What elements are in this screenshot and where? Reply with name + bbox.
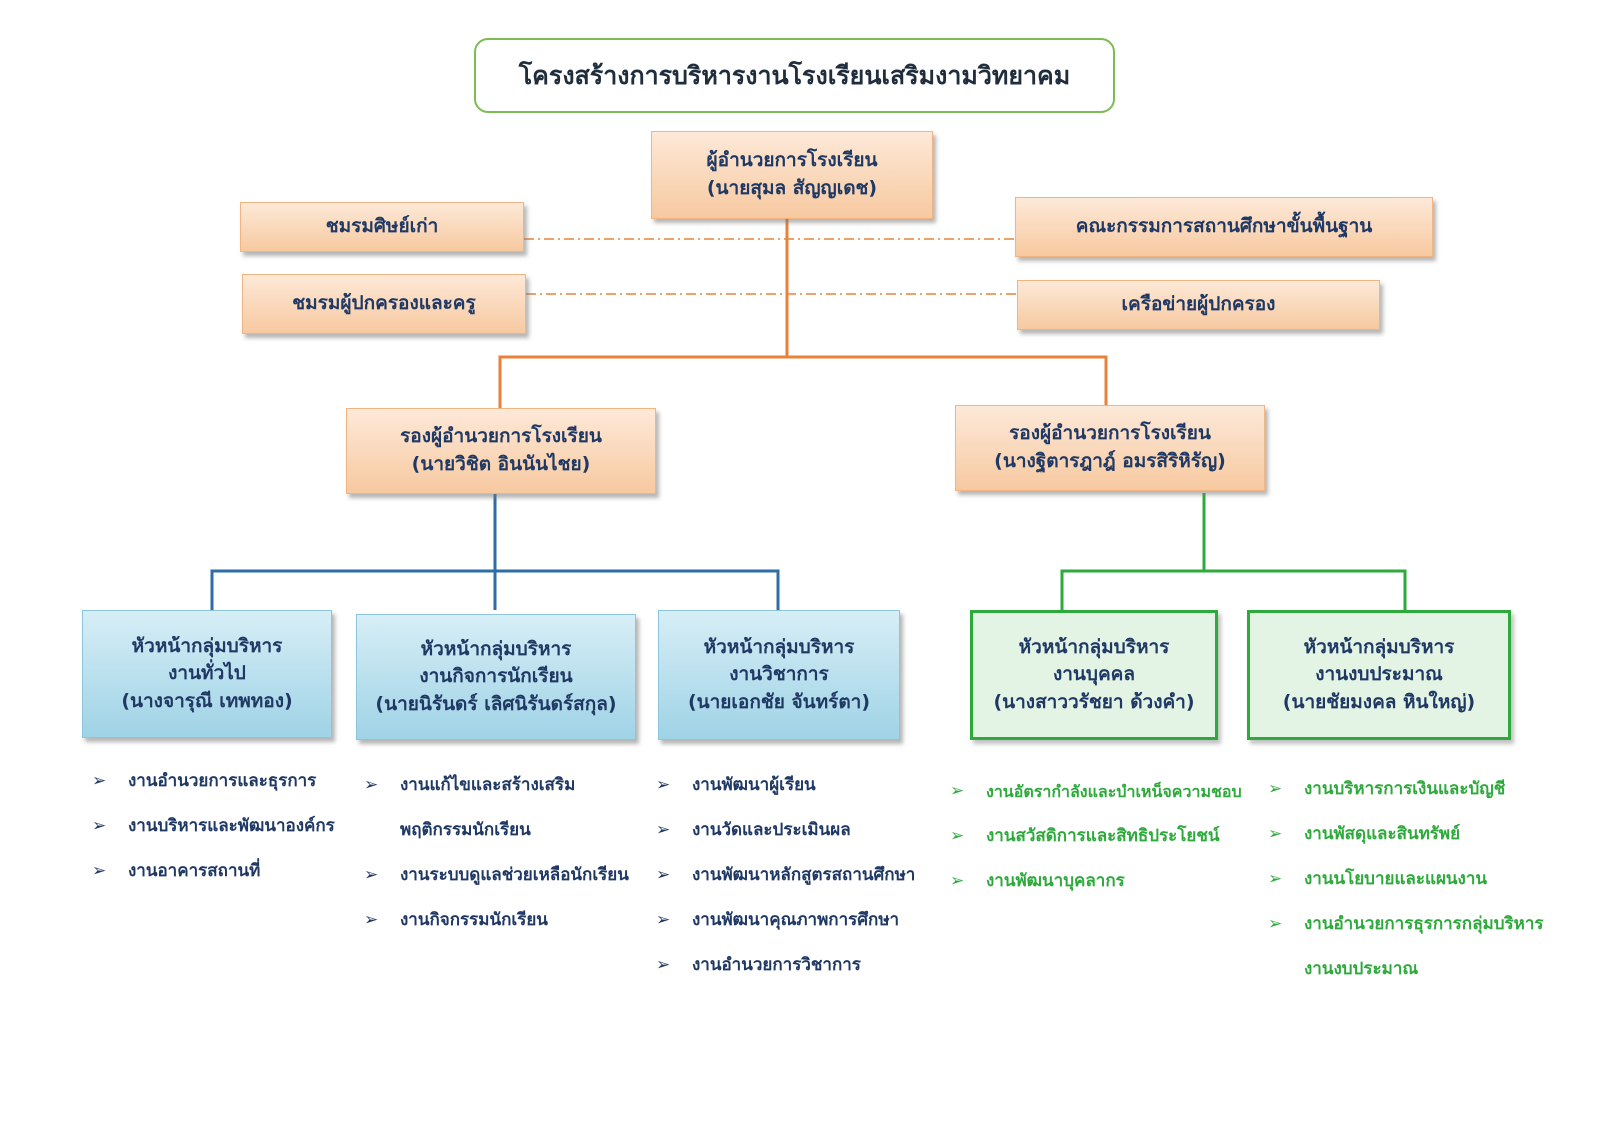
arrow-bullet-icon: ➢: [950, 781, 965, 801]
arrow-bullet-icon: ➢: [92, 816, 107, 836]
group-student-line1: หัวหน้ากลุ่มบริหาร: [420, 637, 572, 660]
arrow-bullet-icon: ➢: [364, 775, 379, 795]
arrow-bullet-icon: ➢: [950, 826, 965, 846]
alumni-club-box: ชมรมศิษย์เก่า: [240, 202, 524, 252]
group-personnel-line2: งานบุคคล: [1052, 663, 1136, 686]
parent-network-box: เครือข่ายผู้ปกครอง: [1017, 280, 1380, 330]
director-box: ผู้อำนวยการโรงเรียน (นายสุมล สัญญเดช): [651, 131, 933, 219]
list-item: ➢งานอัตรากำลังและบำเหน็จความชอบ: [950, 769, 1242, 814]
group-general-line1: หัวหน้ากลุ่มบริหาร: [131, 634, 283, 657]
arrow-bullet-icon: ➢: [1268, 914, 1283, 934]
list-item: ➢งานพัฒนาคุณภาพการศึกษา: [656, 898, 915, 943]
group-box-budget: หัวหน้ากลุ่มบริหาร งานงบประมาณ (นายชัยมง…: [1247, 610, 1511, 740]
arrow-bullet-icon: ➢: [656, 955, 671, 975]
deputy-right-name: (นางฐิตารฎาฎ์ อมรสิริหิรัญ): [994, 450, 1226, 472]
arrow-bullet-icon: ➢: [364, 910, 379, 930]
deputy-right-title: รองผู้อำนวยการโรงเรียน: [1009, 422, 1211, 445]
list-item: ➢งานอาคารสถานที่: [92, 849, 335, 894]
deputy-box-left: รองผู้อำนวยการโรงเรียน (นายวิชิต อินนันไ…: [346, 408, 656, 494]
deputy-left-name: (นายวิชิต อินนันไชย): [411, 453, 591, 475]
arrow-bullet-icon: ➢: [656, 820, 671, 840]
group-box-general: หัวหน้ากลุ่มบริหาร งานทั่วไป (นางจารุณี …: [82, 610, 332, 738]
list-item-continuation: งานงบประมาณ: [1304, 959, 1419, 979]
arrow-bullet-icon: ➢: [656, 775, 671, 795]
list-item: ➢งานพัฒนาบุคลากร: [950, 859, 1242, 904]
arrow-bullet-icon: ➢: [656, 865, 671, 885]
group-student-name: (นายนิรันดร์ เลิศนิรันดร์สกุล): [375, 692, 617, 715]
group-budget-line2: งานงบประมาณ: [1315, 663, 1443, 686]
group-general-line2: งานทั่วไป: [168, 662, 246, 685]
arrow-bullet-icon: ➢: [1268, 779, 1283, 799]
school-board-box: คณะกรรมการสถานศึกษาขั้นพื้นฐาน: [1015, 197, 1433, 257]
director-name: (นายสุมล สัญญเดช): [706, 177, 878, 199]
parent-teacher-club-label: ชมรมผู้ปกครองและครู: [292, 292, 476, 315]
list-item: ➢งานอำนวยการวิชาการ: [656, 943, 915, 988]
task-list-general: ➢งานอำนวยการและธุรการ ➢งานบริหารและพัฒนา…: [92, 759, 335, 894]
list-item: ➢งานอำนวยการและธุรการ: [92, 759, 335, 804]
group-academic-name: (นายเอกชัย จันทร์ตา): [687, 690, 871, 713]
arrow-bullet-icon: ➢: [1268, 824, 1283, 844]
group-box-academic: หัวหน้ากลุ่มบริหาร งานวิชาการ (นายเอกชัย…: [658, 610, 900, 740]
deputy-box-right: รองผู้อำนวยการโรงเรียน (นางฐิตารฎาฎ์ อมร…: [955, 405, 1265, 491]
list-item: ➢งานบริหารการเงินและบัญชี: [1268, 767, 1544, 812]
group-general-name: (นางจารุณี เทพทอง): [121, 689, 293, 712]
list-item: ➢งานพัฒนาผู้เรียน: [656, 763, 915, 808]
deputy-connector: [498, 355, 1108, 408]
list-item: ➢งานระบบดูแลช่วยเหลือนักเรียน: [364, 853, 629, 898]
group-budget-name: (นายชัยมงคล หินใหญ่): [1282, 690, 1476, 713]
list-item: ➢งานพัฒนาหลักสูตรสถานศึกษา: [656, 853, 915, 898]
director-title: ผู้อำนวยการโรงเรียน: [706, 149, 878, 172]
parent-network-label: เครือข่ายผู้ปกครอง: [1121, 293, 1276, 316]
school-board-label: คณะกรรมการสถานศึกษาขั้นพื้นฐาน: [1075, 215, 1373, 238]
parent-teacher-club-box: ชมรมผู้ปกครองและครู: [242, 274, 526, 334]
list-item-continuation: พฤติกรรมนักเรียน: [400, 820, 531, 840]
arrow-bullet-icon: ➢: [92, 771, 107, 791]
group-personnel-name: (นางสาววรัชยา ด้วงคำ): [993, 690, 1195, 713]
arrow-bullet-icon: ➢: [950, 871, 965, 891]
list-item: ➢งานกิจกรรมนักเรียน: [364, 898, 629, 943]
list-item: ➢งานอำนวยการธุรการกลุ่มบริหาร: [1268, 902, 1544, 947]
group-box-personnel: หัวหน้ากลุ่มบริหาร งานบุคคล (นางสาววรัชย…: [970, 610, 1218, 740]
group-box-student-affairs: หัวหน้ากลุ่มบริหาร งานกิจการนักเรียน (นา…: [356, 614, 636, 740]
task-list-academic: ➢งานพัฒนาผู้เรียน ➢งานวัดและประเมินผล ➢ง…: [656, 763, 915, 988]
list-item: ➢งานแก้ไขและสร้างเสริม: [364, 763, 629, 808]
arrow-bullet-icon: ➢: [92, 861, 107, 881]
deputy-left-title: รองผู้อำนวยการโรงเรียน: [400, 425, 602, 448]
group-personnel-line1: หัวหน้ากลุ่มบริหาร: [1018, 635, 1170, 658]
list-item: ➢งานนโยบายและแผนงาน: [1268, 857, 1544, 902]
green-connector-bar: [1060, 569, 1407, 610]
arrow-bullet-icon: ➢: [364, 865, 379, 885]
task-list-budget: ➢งานบริหารการเงินและบัญชี ➢งานพัสดุและสิ…: [1268, 767, 1544, 992]
group-budget-line1: หัวหน้ากลุ่มบริหาร: [1303, 635, 1455, 658]
list-item: ➢งานวัดและประเมินผล: [656, 808, 915, 853]
list-item: ➢งานพัสดุและสินทรัพย์: [1268, 812, 1544, 857]
task-list-personnel: ➢งานอัตรากำลังและบำเหน็จความชอบ ➢งานสวัส…: [950, 769, 1242, 904]
group-student-line2: งานกิจการนักเรียน: [419, 665, 573, 688]
arrow-bullet-icon: ➢: [656, 910, 671, 930]
list-item: ➢งานสวัสดิการและสิทธิประโยชน์: [950, 814, 1242, 859]
blue-connector-bar: [210, 569, 780, 610]
task-list-student-affairs: ➢งานแก้ไขและสร้างเสริม พฤติกรรมนักเรียน …: [364, 763, 629, 943]
chart-title: โครงสร้างการบริหารงานโรงเรียนเสริมงามวิท…: [474, 38, 1115, 113]
alumni-club-label: ชมรมศิษย์เก่า: [325, 215, 439, 238]
list-item: ➢งานบริหารและพัฒนาองค์กร: [92, 804, 335, 849]
group-academic-line2: งานวิชาการ: [729, 663, 829, 686]
arrow-bullet-icon: ➢: [1268, 869, 1283, 889]
group-academic-line1: หัวหน้ากลุ่มบริหาร: [703, 635, 855, 658]
